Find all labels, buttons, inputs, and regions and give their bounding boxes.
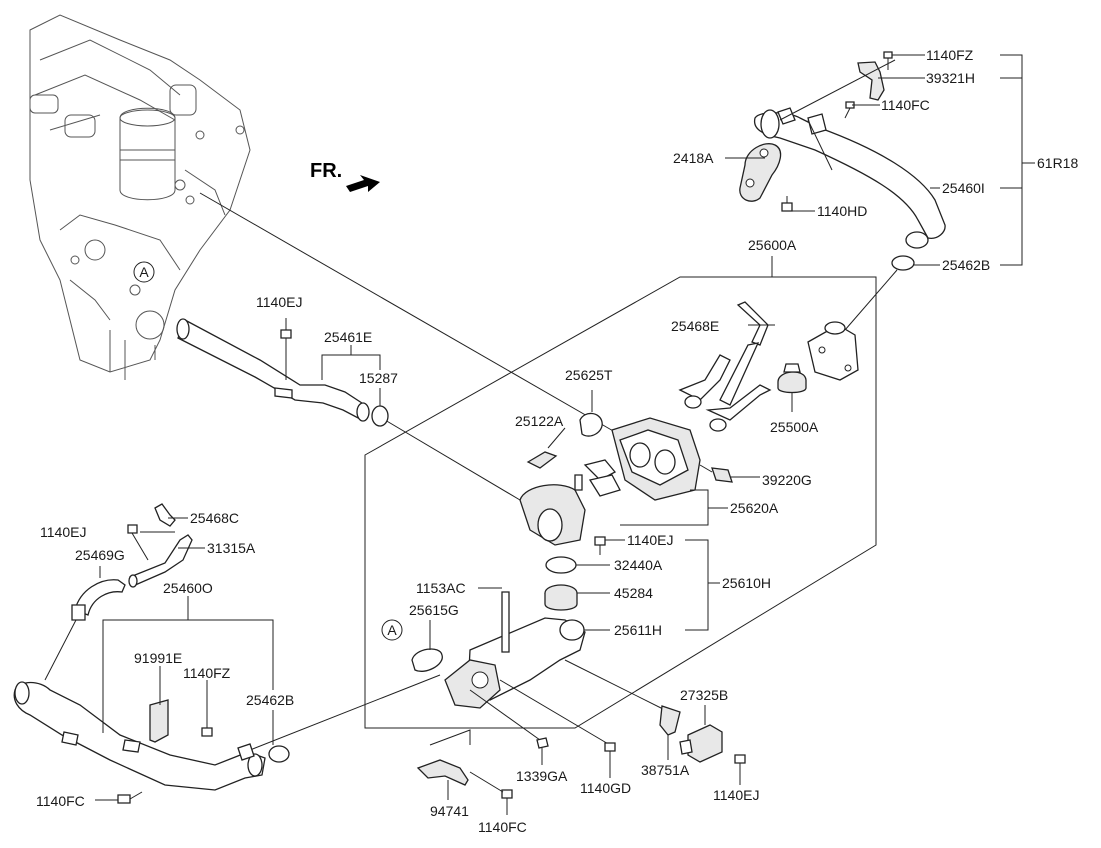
bolt-1140gd: [604, 742, 616, 778]
gasket-25615g: [411, 648, 443, 672]
label-2418a: 2418A: [673, 150, 714, 166]
housing-25620a: [611, 417, 701, 501]
label-25460i: 25460I: [942, 180, 985, 196]
label-1140fc-b: 1140FC: [36, 793, 85, 809]
hose-25468c: [154, 503, 176, 527]
label-25469g: 25469G: [75, 547, 125, 563]
bracket-2418a: [739, 143, 782, 202]
label-25462b-top: 25462B: [942, 257, 990, 273]
svg-text:FR.: FR.: [310, 160, 342, 182]
label-25461e: 25461E: [324, 329, 372, 345]
sensor-27325b: [679, 705, 723, 763]
assembly-25600a-outline: 25600A: [364, 237, 877, 729]
label-25122a: 25122A: [515, 413, 564, 429]
top-right-leaders: [725, 54, 1035, 331]
reference-mark-a-lower: A: [381, 619, 403, 641]
bolt-1140hd: [781, 196, 793, 212]
assembly-leaders: [249, 324, 775, 751]
pipe-25461e: [176, 318, 370, 422]
bracket-39321h: [857, 61, 885, 101]
oring-25462b-bottom: [268, 745, 290, 763]
label-1140ej-b: 1140EJ: [627, 532, 673, 548]
label-15287: 15287: [359, 370, 398, 386]
bolt-1140ej-d: [734, 754, 746, 785]
bolt-1140fz-b: [201, 700, 213, 737]
front-direction-indicator: FR.: [310, 160, 380, 192]
svg-text:A: A: [387, 622, 397, 638]
label-25468e: 25468E: [671, 318, 719, 334]
label-1140ej-c: 1140EJ: [40, 524, 86, 540]
hose-25469g: [44, 579, 126, 681]
thermostat-25500a: [777, 363, 807, 412]
pipe-31315a: [128, 534, 193, 588]
reference-mark-a-engine: A: [133, 261, 155, 283]
lower-left-leaders: [95, 517, 274, 801]
label-27325b: 27325B: [680, 687, 728, 703]
label-1140fz-top: 1140FZ: [926, 47, 974, 63]
label-25500a: 25500A: [770, 419, 819, 435]
label-1140fc-top: 1140FC: [881, 97, 930, 113]
oring-32440a: [545, 556, 577, 574]
label-94741: 94741: [430, 803, 469, 819]
bolt-1140fz-top: [883, 51, 893, 70]
label-1140hd: 1140HD: [817, 203, 867, 219]
water-outlet-fitting-upper: [807, 321, 859, 381]
label-38751a: 38751A: [641, 762, 690, 778]
water-inlet-fitting: [519, 474, 586, 546]
label-25468c: 25468C: [190, 510, 239, 526]
label-25615g: 25615G: [409, 602, 459, 618]
label-25610h: 25610H: [722, 575, 771, 591]
label-25625t: 25625T: [565, 367, 613, 383]
sensor-39220g: [699, 464, 733, 483]
arrow-icon: [346, 175, 380, 192]
label-25620a: 25620A: [730, 500, 779, 516]
bolt-1140fc-c: [469, 771, 513, 815]
gasket-25625t: [579, 412, 603, 437]
label-25462b-bottom: 25462B: [246, 692, 294, 708]
bolt-1140fc-b: [117, 791, 143, 804]
callout-labels: 1140FZ 39321H 1140FC 61R18 2418A 25460I …: [36, 47, 1078, 835]
pipe-25461e-leaders: [285, 318, 381, 406]
label-39321h: 39321H: [926, 70, 975, 86]
engine-block: [29, 14, 251, 380]
label-1140fz-b: 1140FZ: [183, 665, 231, 681]
seal-45284: [544, 584, 578, 611]
label-1153ac: 1153AC: [416, 580, 466, 596]
label-1140gd: 1140GD: [580, 780, 631, 796]
label-1339ga: 1339GA: [516, 768, 568, 784]
label-25460o: 25460O: [163, 580, 213, 596]
bolt-1140ej-a: [280, 329, 292, 380]
nut-1339ga: [536, 737, 549, 765]
bolt-1140fc-top: [844, 101, 855, 119]
gaskets-mid: [583, 459, 621, 497]
lower-left-pipe-25462b: [13, 681, 266, 791]
upper-water-pipe: [753, 107, 946, 249]
bolt-1140ej-c: [127, 524, 149, 561]
label-1140fc-c: 1140FC: [478, 819, 527, 835]
label-1140ej-a: 1140EJ: [256, 294, 302, 310]
oring-15287: [371, 405, 389, 427]
engine-leader-line: [199, 192, 616, 433]
clip-25122a: [526, 451, 558, 469]
label-45284: 45284: [614, 585, 653, 601]
bolt-1140ej-b: [594, 536, 606, 555]
lower-water-pipe-25611h: [444, 591, 586, 709]
label-61r18: 61R18: [1037, 155, 1078, 171]
pipe-25468e: [678, 301, 772, 432]
label-31315a: 31315A: [207, 540, 256, 556]
label-32440a: 32440A: [614, 557, 663, 573]
label-25611h: 25611H: [614, 622, 662, 638]
bracket-38751a: [659, 705, 681, 760]
svg-text:A: A: [139, 264, 149, 280]
bracket-91991e: [149, 699, 169, 743]
oring-25462b-top: [891, 255, 915, 271]
label-91991e: 91991E: [134, 650, 182, 666]
svg-text:25600A: 25600A: [748, 237, 797, 253]
label-39220g: 39220G: [762, 472, 812, 488]
label-1140ej-d: 1140EJ: [713, 787, 759, 803]
bracket-94741: [416, 729, 471, 800]
